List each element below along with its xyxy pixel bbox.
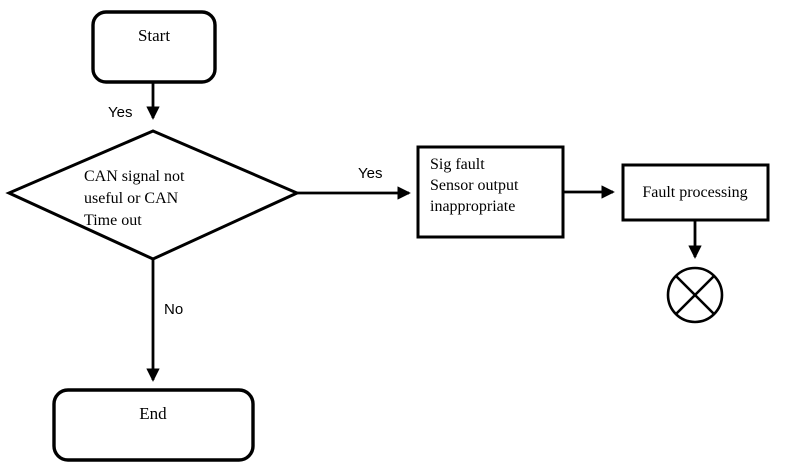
- fault-processing-node-label: Fault processing: [642, 184, 747, 201]
- decision-node-line1: CAN signal not: [84, 168, 185, 185]
- edge-label-yes-top: Yes: [108, 104, 132, 121]
- decision-node-line3: Time out: [84, 212, 142, 229]
- sig-fault-node: Sig fault Sensor output inappropriate: [416, 145, 565, 239]
- start-node-label: Start: [138, 26, 170, 45]
- circle-x-icon: [666, 266, 724, 324]
- fault-processing-node: Fault processing: [621, 163, 770, 222]
- sig-fault-node-line1: Sig fault: [430, 156, 485, 173]
- terminator-x-line2: [675, 275, 715, 315]
- start-node: Start: [91, 10, 217, 84]
- edge-label-yes-middle: Yes: [358, 165, 382, 182]
- decision-node: CAN signal not useful or CAN Time out: [5, 129, 301, 261]
- edge-decision-to-sigfault: Yes: [297, 165, 411, 200]
- end-node: End: [52, 388, 255, 462]
- start-node-shape: [91, 10, 217, 84]
- sig-fault-node-shape: [416, 145, 565, 239]
- edge-start-to-decision: Yes: [108, 82, 160, 121]
- end-node-shape: [52, 388, 255, 462]
- end-node-label: End: [139, 404, 167, 423]
- edge-decision-to-end: No: [146, 259, 183, 382]
- decision-node-line2: useful or CAN: [84, 190, 179, 207]
- sig-fault-node-line3: inappropriate: [430, 198, 515, 215]
- sig-fault-node-line2: Sensor output: [430, 177, 519, 194]
- edge-label-no: No: [164, 301, 183, 318]
